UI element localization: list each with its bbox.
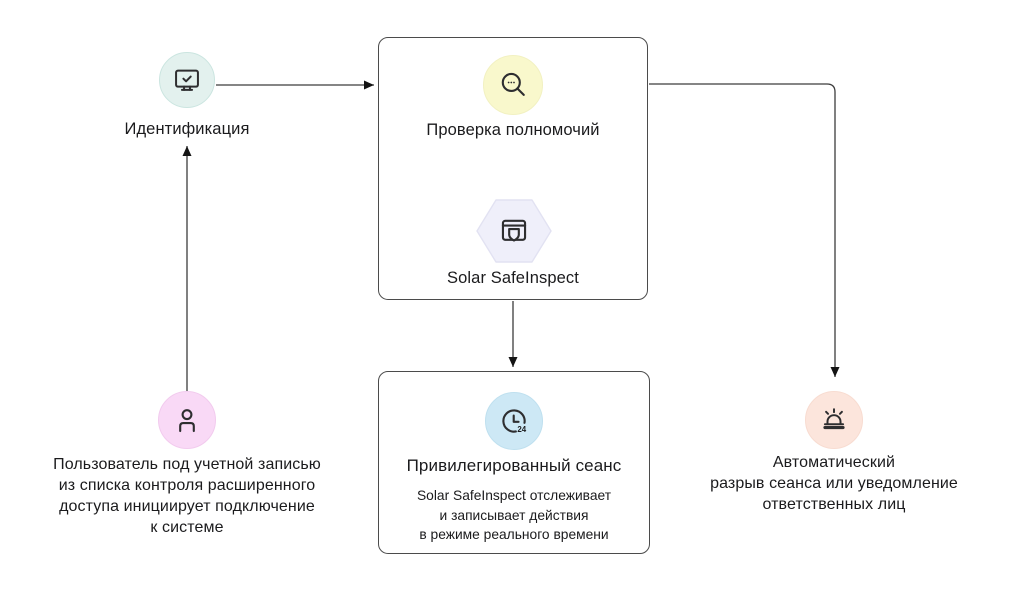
safeinspect-label: Solar SafeInspect bbox=[447, 269, 579, 287]
connector-safeinspect-to-alarm bbox=[649, 83, 840, 377]
authorization-label: Проверка полномочий bbox=[426, 121, 600, 139]
alarm-node bbox=[805, 391, 863, 449]
authorization-node bbox=[483, 55, 543, 115]
session-subtitle-line: в режиме реального времени bbox=[419, 527, 609, 542]
user-text: Пользователь под учетной записью из спис… bbox=[27, 454, 347, 538]
alarm-text-line: ответственных лиц bbox=[762, 496, 906, 513]
alarm-text-line: Автоматический bbox=[772, 454, 896, 471]
session-subtitle-line: и записывает действия bbox=[439, 507, 589, 523]
safeinspect-node bbox=[476, 198, 552, 264]
magnifier-dots-icon bbox=[501, 72, 525, 96]
alarm-text: Автоматический разрыв сеанса или уведомл… bbox=[674, 452, 994, 515]
identification-label: Идентификация bbox=[124, 120, 250, 138]
identification-node bbox=[159, 52, 215, 108]
session-subtitle: Solar SafeInspect отслеживает и записыва… bbox=[378, 486, 650, 545]
session-node: 24 bbox=[485, 392, 543, 450]
person-icon bbox=[179, 409, 195, 433]
clock-24-icon: 24 bbox=[502, 409, 527, 434]
siren-icon bbox=[823, 408, 845, 430]
window-shield-icon bbox=[501, 219, 527, 242]
alarm-text-line: разрыв сеанса или уведомление bbox=[710, 475, 958, 492]
user-text-line: к системе bbox=[150, 519, 224, 536]
session-title: Привилегированный сеанс bbox=[406, 456, 622, 475]
user-node bbox=[158, 391, 216, 449]
session-subtitle-line: Solar SafeInspect отслеживает bbox=[416, 488, 612, 503]
monitor-check-icon bbox=[175, 69, 199, 91]
user-text-line: из списка контроля расширенного bbox=[58, 477, 316, 494]
user-text-line: Пользователь под учетной записью bbox=[53, 456, 321, 473]
session-box bbox=[378, 371, 650, 554]
user-text-line: доступа инициирует подключение bbox=[59, 498, 315, 515]
clock-24-badge: 24 bbox=[517, 425, 526, 434]
